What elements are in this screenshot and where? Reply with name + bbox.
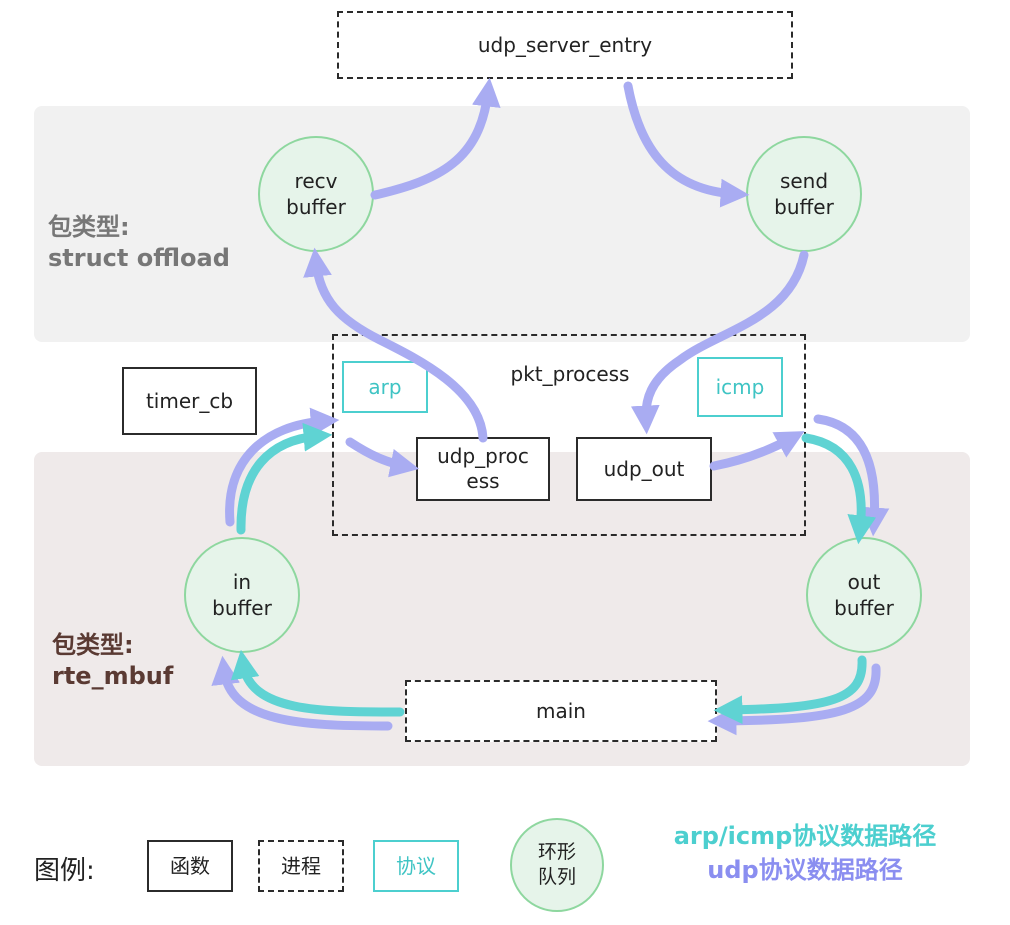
timer-cb-label: timer_cb	[145, 388, 234, 413]
timer-cb-node: timer_cb	[122, 367, 257, 435]
udp-path-udp-out-to-frame	[709, 431, 805, 471]
teal-path-frame-to-out	[801, 433, 877, 545]
out-buffer-label: out buffer	[834, 570, 894, 620]
teal-path-in-to-frame	[236, 422, 333, 535]
rte-mbuf-label: 包类型: rte_mbuf	[52, 631, 174, 691]
legend-function-label: 函数	[170, 853, 210, 878]
send-buffer-label: send buffer	[774, 169, 834, 219]
udp-path-recv-to-entry	[370, 77, 501, 200]
main-process-node: main	[405, 680, 717, 742]
udp-server-entry-node: udp_server_entry	[337, 11, 793, 79]
udp-path-out-to-main	[707, 663, 881, 736]
udp-path-send-to-out	[630, 250, 809, 435]
recv-buffer-label: recv buffer	[286, 169, 346, 219]
udp-path-entry-to-send	[623, 81, 750, 208]
udp-out-label: udp_out	[603, 456, 685, 481]
teal-path-out-to-main	[713, 655, 867, 725]
legend-protocol: 协议	[373, 840, 459, 892]
struct-offload-label: 包类型: struct offload	[48, 213, 230, 273]
udp-path-frame-to-out	[813, 414, 890, 537]
arp-protocol-node: arp	[342, 361, 428, 413]
in-buffer-node: in buffer	[184, 537, 300, 653]
icmp-label: icmp	[715, 374, 765, 399]
legend-process: 进程	[258, 840, 344, 892]
in-buffer-label: in buffer	[212, 570, 272, 620]
legend-ring-queue: 环形 队列	[510, 818, 604, 912]
teal-path-main-to-in	[230, 649, 405, 717]
legend-title: 图例:	[34, 856, 95, 886]
udp-path-process-to-recv	[303, 247, 488, 443]
pkt-process-label: pkt_process	[510, 362, 630, 386]
legend-ring-queue-label: 环形 队列	[537, 841, 576, 888]
udp-path-arp-to-udp-process	[345, 437, 420, 478]
legend-protocol-label: 协议	[396, 853, 436, 878]
arp-label: arp	[368, 374, 402, 399]
legend-function: 函数	[147, 840, 233, 892]
legend-process-label: 进程	[281, 853, 321, 878]
udp-process-label: udp_proc ess	[437, 444, 529, 493]
udp-process-node: udp_proc ess	[416, 437, 550, 501]
udp-server-entry-label: udp_server_entry	[477, 32, 653, 57]
udp-path-main-to-in	[211, 655, 393, 731]
out-buffer-node: out buffer	[806, 537, 922, 653]
udp-out-node: udp_out	[576, 437, 712, 501]
legend-udp-path: udp协议数据路径	[707, 856, 903, 884]
recv-buffer-node: recv buffer	[258, 136, 374, 252]
main-label: main	[536, 698, 586, 723]
icmp-protocol-node: icmp	[697, 357, 783, 417]
legend-arp-icmp-path: arp/icmp协议数据路径	[673, 822, 937, 850]
send-buffer-node: send buffer	[746, 136, 862, 252]
